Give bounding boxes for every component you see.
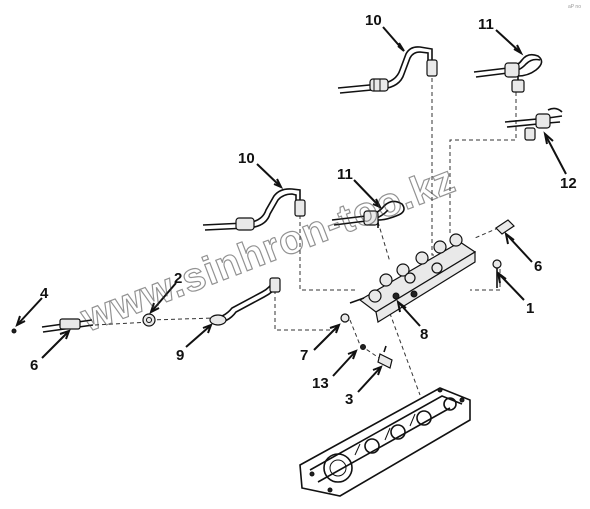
- fuel-distribution-block: [349, 233, 477, 323]
- fuel-injection-line-10-upper: [337, 46, 438, 94]
- callout-6-left: 6: [30, 357, 38, 374]
- fuel-injection-line-9: [209, 277, 281, 326]
- fuel-injection-line-11-upper: [473, 53, 543, 93]
- sensor-3: [377, 345, 393, 369]
- injector-6-left: [11, 318, 94, 334]
- callout-11-upper: 11: [478, 16, 494, 33]
- callout-2: 2: [174, 270, 182, 287]
- callout-3: 3: [345, 391, 353, 408]
- fuel-injection-line-12: [504, 107, 563, 141]
- fitting-6-right: [495, 219, 515, 235]
- callout-arrows: [15, 26, 567, 393]
- fuel-injection-line-11-lower: [331, 200, 405, 228]
- callout-4: 4: [40, 285, 49, 302]
- corner-tag: aP no: [568, 4, 581, 10]
- watermark-text: www.sinhron-too.kz: [75, 157, 462, 341]
- cylinder-head-assembly: [299, 387, 471, 497]
- callout-12: 12: [560, 175, 577, 192]
- callout-10-lower: 10: [238, 150, 255, 167]
- callout-1: 1: [526, 300, 534, 317]
- callout-6-right: 6: [534, 258, 542, 275]
- callout-9: 9: [176, 347, 184, 364]
- fuel-injection-line-10-lower: [202, 188, 306, 231]
- nut-2: [142, 313, 156, 327]
- callout-13: 13: [312, 375, 329, 392]
- pin-13: [360, 344, 366, 350]
- callout-10-upper: 10: [365, 12, 382, 29]
- washer-7: [340, 313, 350, 323]
- callout-8: 8: [420, 326, 428, 343]
- callout-11-lower: 11: [337, 166, 353, 183]
- callout-7: 7: [300, 347, 308, 364]
- callout-labels: 10 11 12 10 11 6 1 8 7 13 3 2 9 4 6: [30, 12, 577, 408]
